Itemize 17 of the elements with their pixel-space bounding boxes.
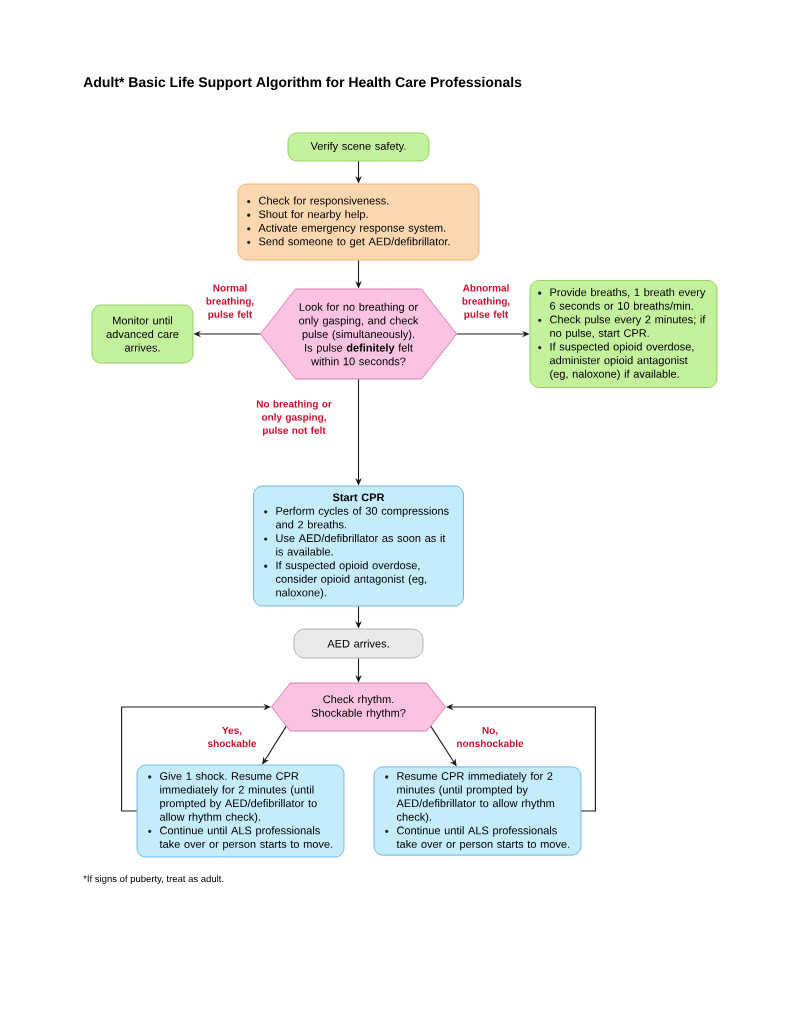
diagram-title: Adult* Basic Life Support Algorithm for Health Care Professionals (83, 76, 522, 90)
process-box: Give 1 shock. Resume CPR immediately for 2 minutes (until prompted by AED/defibrillator to allow rhythm check). Continue until ALS professionals take over or person starts to move. (136, 764, 345, 858)
loop-arrow (121, 703, 271, 812)
process-box: Start CPR Perform cycles of 30 compressions and 2 breaths. Use AED/defibrillator as soon as it is available. If suspected opioid overdose, consider opioid antagonist (eg, naloxone). (253, 485, 464, 607)
process-box: Monitor until advanced care arrives. (91, 304, 194, 364)
edge-label: No, nonshockable (451, 725, 529, 749)
edge-label: Normal breathing, pulse felt (200, 283, 260, 321)
decision-hexagon: Look for no breathing or only gasping, and check pulse (simultaneously). Is pulse definitely felt within 10 seconds? (259, 288, 458, 380)
footnote: *If signs of puberty, treat as adult. (83, 875, 224, 884)
process-box: AED arrives. (293, 628, 424, 659)
process-box: Verify scene safety. (287, 132, 430, 162)
process-box: Check for responsiveness. Shout for nearby help. Activate emergency response system. Send someone to get AED/defibrillator. (237, 183, 480, 261)
edge-label: Yes, shockable (200, 725, 264, 749)
decision-hexagon: Check rhythm. Shockable rhythm? (271, 682, 446, 732)
process-box: Provide breaths, 1 breath every 6 seconds or 10 breaths/min. Check pulse every 2 minutes; if no pulse, start CPR. If suspected opioid overdose, administer opioid antagonist (eg, naloxone) if available. (529, 280, 718, 388)
process-box: Resume CPR immediately for 2 minutes (until prompted by AED/defibrillator to allow rhythm check). Continue until ALS professionals take over or person starts to move. (373, 766, 582, 856)
edge-label: No breathing or only gasping, pulse not felt (248, 399, 340, 437)
